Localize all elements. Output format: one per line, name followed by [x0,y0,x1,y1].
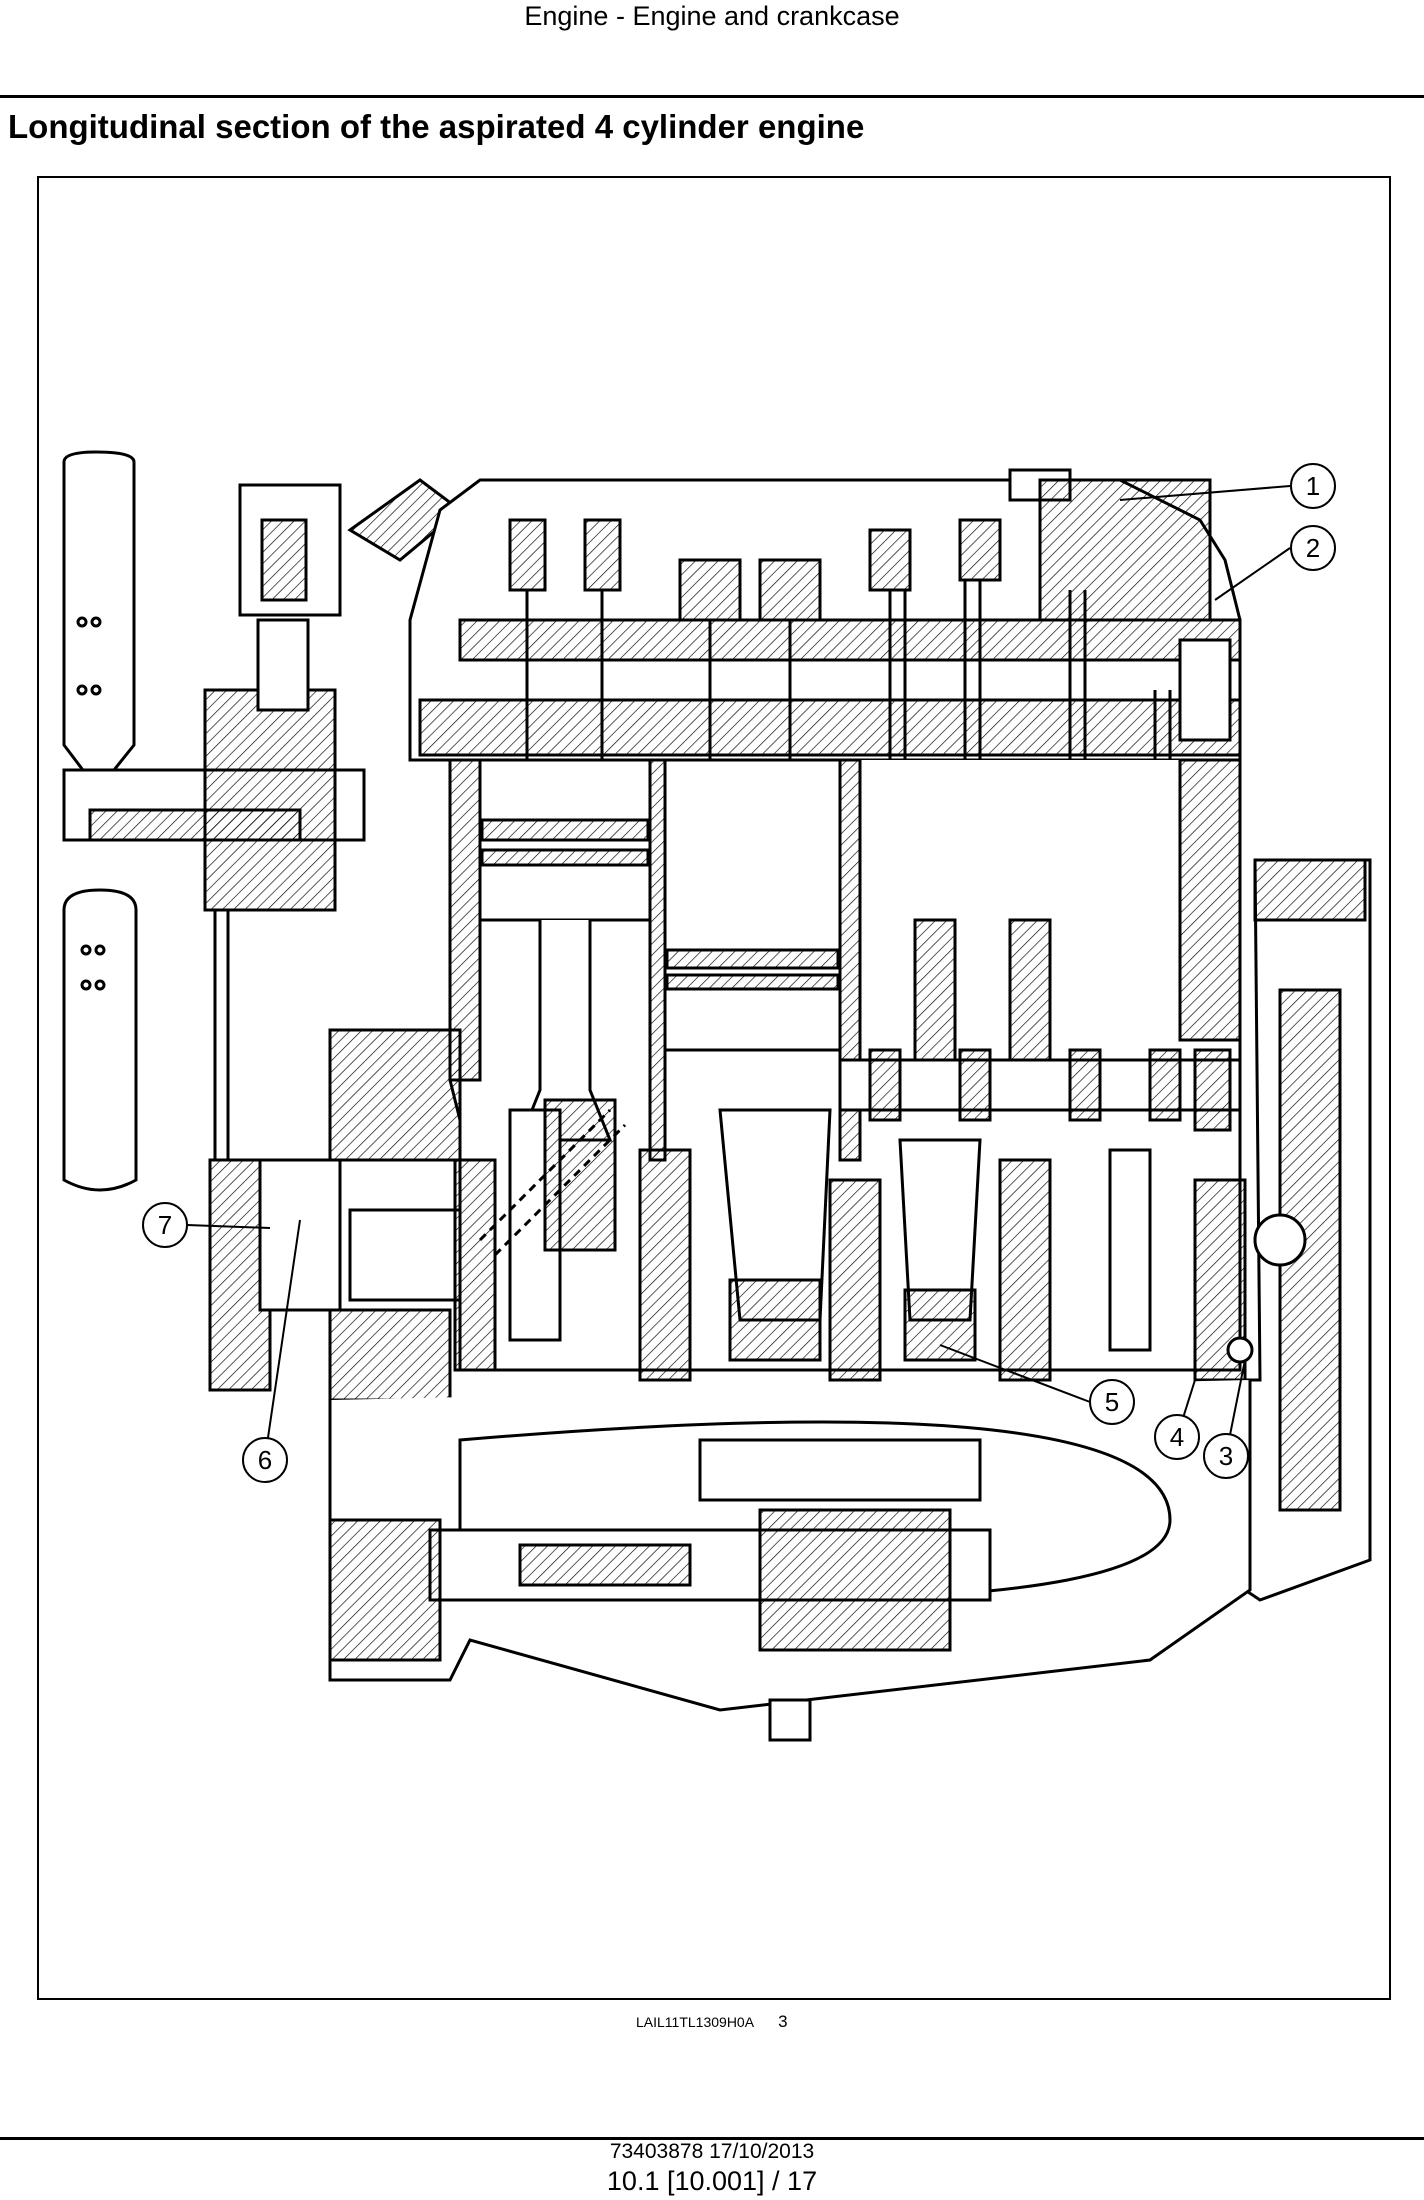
footer-page-reference: 10.1 [10.001] / 17 [606,2166,818,2196]
crankshaft-drawing [348,1098,1247,1382]
figure-caption-code: LAIL11TL1309H0A [636,2014,755,2030]
figure-caption: LAIL11TL1309H0A 3 [636,2012,788,2032]
callout-7-label: 7 [158,1210,172,1240]
callout-1-label: 1 [1306,471,1320,501]
callout-2: 2 [1290,525,1336,571]
footer-document-reference: 73403878 17/10/2013 [609,2140,815,2163]
footer-divider [0,2137,1424,2140]
callout-4-label: 4 [1170,1422,1184,1452]
section-title: Longitudinal section of the aspirated 4 … [8,108,865,145]
callout-3-label: 3 [1219,1441,1233,1471]
callout-5-label: 5 [1105,1387,1119,1417]
callout-5: 5 [1089,1379,1135,1425]
callout-6: 6 [242,1437,288,1483]
callout-4: 4 [1154,1414,1200,1460]
callout-1: 1 [1290,463,1336,509]
header-divider [0,95,1424,98]
callout-2-label: 2 [1306,533,1320,563]
callout-leaders [186,485,1291,1459]
oil-pan-drawing [328,1380,1252,1742]
figure-frame [37,176,1391,2000]
camshaft-drawing [838,1048,1242,1132]
figure-caption-number: 3 [778,2012,788,2031]
fan-blade-drawing [62,450,138,1192]
cylinder-head-drawing [408,468,1242,762]
callout-6-label: 6 [258,1445,272,1475]
thermostat-housing-drawing [238,478,463,712]
callout-7: 7 [142,1202,188,1248]
callout-3: 3 [1203,1433,1249,1479]
page-header-title: Engine - Engine and crankcase [524,1,900,31]
